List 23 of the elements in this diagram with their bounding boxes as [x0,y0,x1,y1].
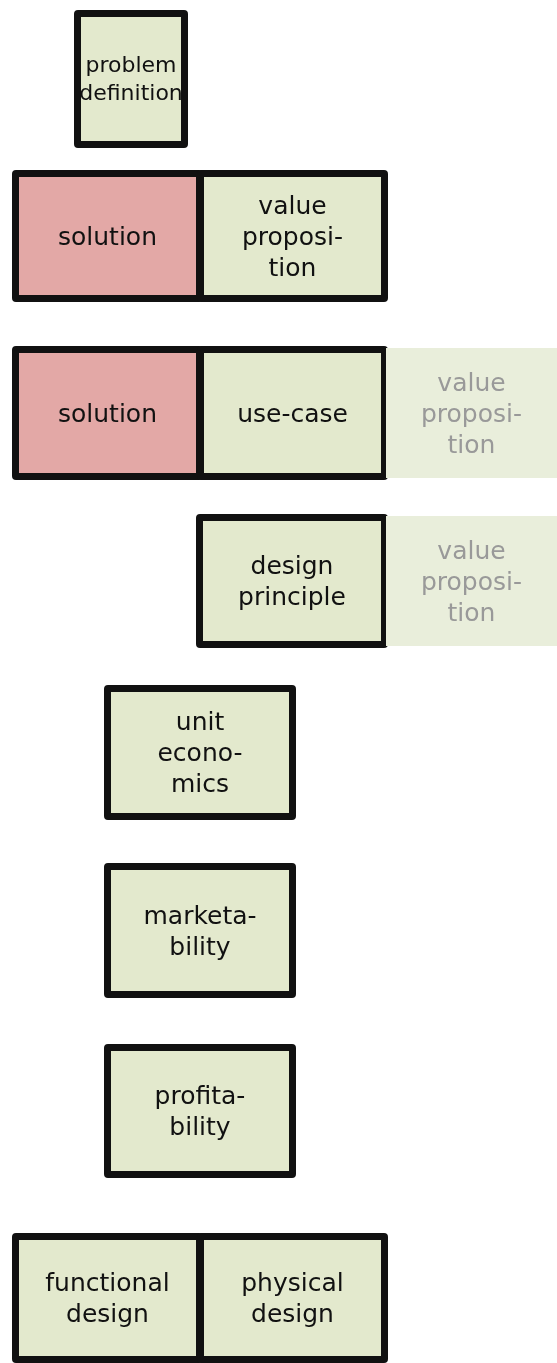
box-label: solution [57,397,158,429]
concept-box [104,1044,296,1178]
concept-box [74,10,188,148]
box-label: use-case [236,397,349,429]
concept-box [104,863,296,998]
box-label: marketa-bility [142,899,258,962]
box-label: profita-bility [153,1080,247,1142]
faded-concept-box [386,516,557,646]
box-label: solution [57,220,158,252]
concept-box [197,170,388,302]
box-label: problem definition [79,51,183,107]
box-label: functional design [44,1267,171,1329]
box-label: physical design [240,1267,345,1329]
box-label: value proposi-tion [419,366,524,460]
concept-box [196,514,388,648]
faded-concept-box [386,348,557,478]
concept-box [104,685,296,820]
box-label: design principle [237,550,347,612]
concept-box [197,346,388,480]
concept-box [197,1233,388,1363]
box-label: value proposi-tion [419,534,524,628]
box-label: unit econo-mics [156,706,244,799]
box-label: value proposi-tion [240,189,345,283]
